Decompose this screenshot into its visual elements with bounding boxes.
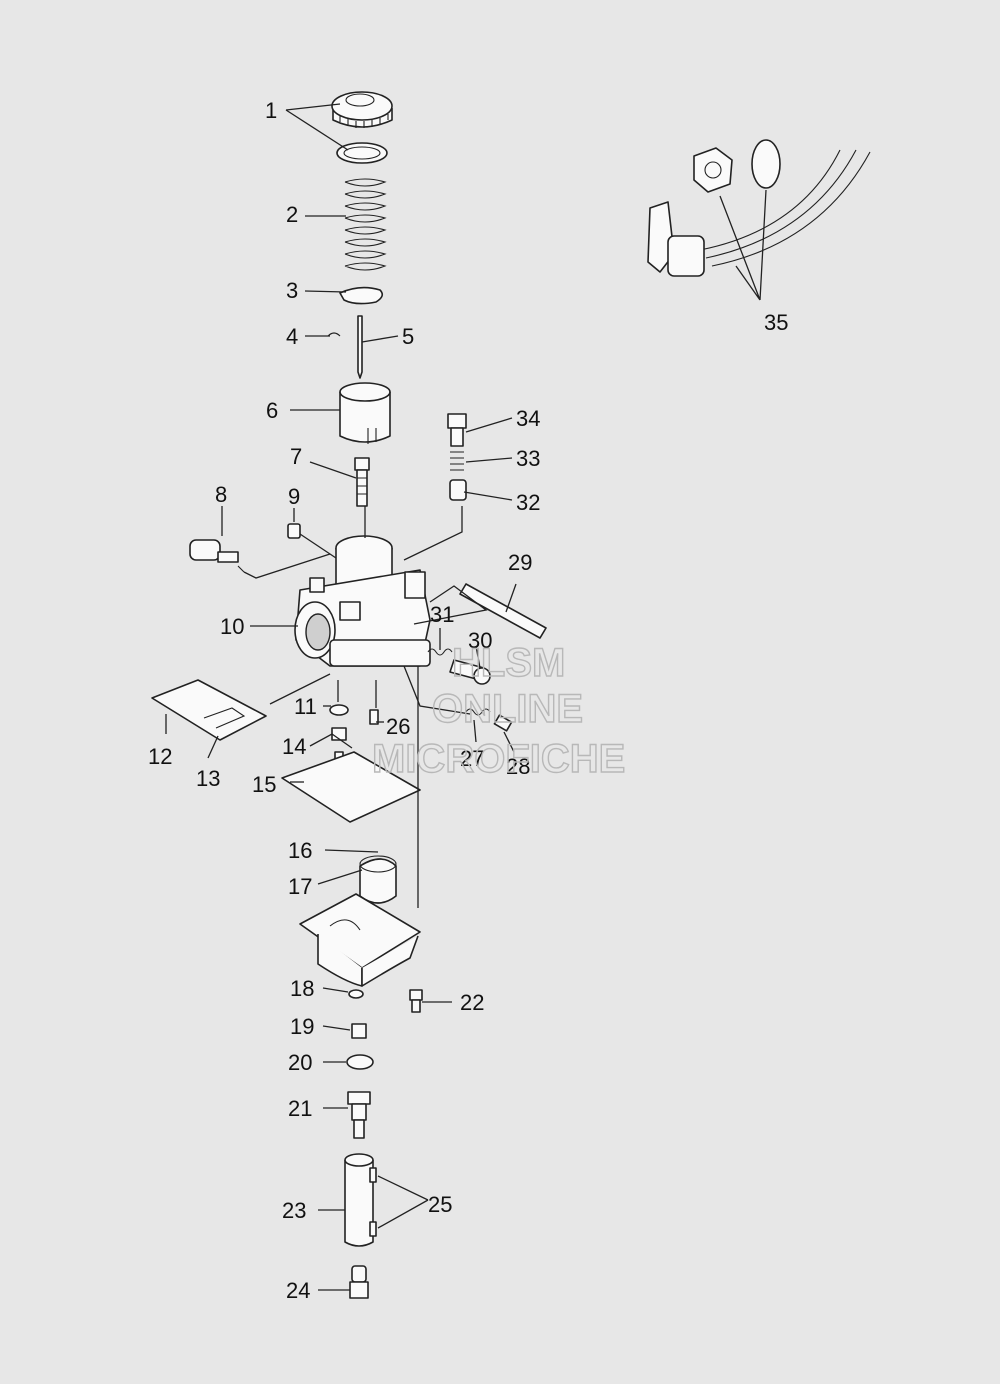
callout-8: 8 (215, 482, 227, 507)
callout-10: 10 (220, 614, 244, 639)
part-retainer (339, 286, 384, 305)
part-plate (151, 679, 267, 741)
callout-18: 18 (290, 976, 314, 1001)
callout-19: 19 (290, 1014, 314, 1039)
callout-2: 2 (286, 202, 298, 227)
leader-lines (165, 103, 767, 1291)
parts-drawing (151, 91, 871, 1299)
callout-28: 28 (506, 754, 530, 779)
part-throttle-slide (339, 382, 391, 444)
callout-21: 21 (288, 1096, 312, 1121)
watermark-line-1: HLSM (452, 641, 565, 685)
callout-34: 34 (516, 406, 540, 431)
part-washer-11 (329, 704, 349, 716)
part-washer-18 (348, 989, 364, 999)
callout-31: 31 (430, 602, 454, 627)
watermark-line-2: ONLINE (432, 687, 583, 731)
part-screw-26 (369, 709, 379, 725)
part-drain-tube (344, 1153, 377, 1247)
part-fuel-valve (647, 139, 871, 277)
part-float (359, 855, 397, 904)
callout-33: 33 (516, 446, 540, 471)
callout-15: 15 (252, 772, 276, 797)
callout-1: 1 (265, 98, 277, 123)
part-jet-needle (327, 315, 363, 379)
part-pilot-screw (465, 708, 513, 732)
callout-25: 25 (428, 1192, 452, 1217)
callout-13: 13 (196, 766, 220, 791)
part-idle-screw (427, 648, 491, 685)
part-oring-20 (346, 1054, 374, 1070)
watermark: HLSM ONLINE MICROFICHE (371, 640, 626, 781)
part-spring (344, 178, 387, 271)
callout-7: 7 (290, 444, 302, 469)
part-fitting-24 (349, 1265, 369, 1299)
callout-6: 6 (266, 398, 278, 423)
callout-23: 23 (282, 1198, 306, 1223)
callout-16: 16 (288, 838, 312, 863)
callout-17: 17 (288, 874, 312, 899)
callout-14: 14 (282, 734, 306, 759)
watermark-line-3: MICROFICHE (372, 737, 625, 781)
part-needle-jet (354, 457, 370, 507)
part-bowl-gasket (281, 751, 421, 823)
part-screw-22 (409, 989, 423, 1013)
callout-9: 9 (288, 484, 300, 509)
callout-22: 22 (460, 990, 484, 1015)
part-rod (459, 583, 547, 639)
callout-4: 4 (286, 324, 298, 349)
callout-20: 20 (288, 1050, 312, 1075)
callout-30: 30 (468, 628, 492, 653)
callout-24: 24 (286, 1278, 310, 1303)
part-top-cap (331, 91, 393, 164)
callout-3: 3 (286, 278, 298, 303)
part-drain-screw (351, 1023, 367, 1039)
part-choke-plunger (189, 539, 245, 573)
part-float-bowl (299, 893, 421, 987)
callout-35: 35 (764, 310, 788, 335)
callout-labels: 1 2 3 4 5 6 7 8 9 10 11 12 13 14 15 16 1… (148, 98, 788, 1303)
callout-5: 5 (402, 324, 414, 349)
callout-11: 11 (294, 694, 317, 719)
part-main-jet-holder (347, 1091, 371, 1139)
callout-27: 27 (460, 746, 484, 771)
part-pin (287, 523, 301, 539)
callout-29: 29 (508, 550, 532, 575)
part-right-fittings (447, 413, 467, 501)
part-carb-body (294, 535, 431, 667)
callout-12: 12 (148, 744, 172, 769)
callout-32: 32 (516, 490, 540, 515)
callout-26: 26 (386, 714, 410, 739)
